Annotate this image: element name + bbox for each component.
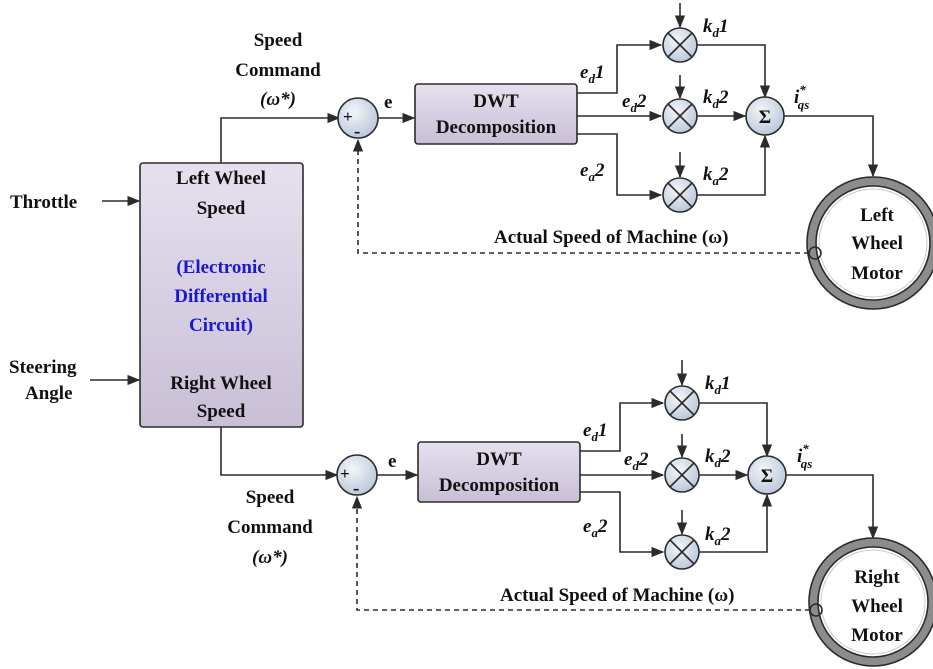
top-feedback-label: Actual Speed of Machine (ω) [494,227,728,248]
top-sum-minus: - [354,121,360,142]
edc-label-line1: (Electronic [176,257,265,278]
top-ed1-wire [577,39,663,94]
steering-label-line2: Angle [25,383,73,404]
top-ed2-label: ed2 [622,91,647,115]
right-motor-label-line3: Motor [851,625,903,646]
top-multiplier-3 [662,152,698,213]
throttle-label: Throttle [10,192,77,213]
bottom-sum-minus: - [353,478,359,499]
left-motor-label-line3: Motor [851,263,903,284]
bottom-speed-command-wire [220,427,339,481]
bottom-kd2-label: kd2 [705,446,731,470]
bottom-multiplier-3 [664,510,700,570]
bottom-dwt-label-line2: Decomposition [439,475,560,496]
top-ea2-label: ea2 [580,160,605,184]
bottom-ea2-wire [580,491,665,558]
bottom-speed-command-line1: Speed [246,487,295,508]
left-wheel-speed-line2: Speed [197,198,246,219]
right-wheel-speed-line1: Right Wheel [170,373,272,394]
edc-label-line3: Circuit) [189,315,253,336]
top-dwt-label-line2: Decomposition [436,117,557,138]
bottom-ea2-label: ea2 [583,516,608,540]
bottom-dwt-block [417,441,581,503]
bottom-multiplier-1 [664,360,700,421]
top-dwt-block [414,83,578,145]
top-multiplier-2 [662,75,698,134]
bottom-multiplier-2 [664,434,700,493]
bottom-dwt-label-line1: DWT [476,449,522,470]
bottom-feedback-label: Actual Speed of Machine (ω) [500,585,734,606]
bottom-ed1-wire [580,397,665,452]
top-speed-command-line2: Command [235,60,321,81]
top-kd1-wire [697,44,771,99]
bottom-error-label: e [388,451,396,472]
top-iqs-label: i*qs [794,82,809,112]
top-sum-plus: + [343,107,353,126]
bottom-iqs-label: i*qs [797,441,812,471]
top-speed-command-line1: Speed [254,30,303,51]
top-ea2-wire [577,133,663,201]
bottom-speed-command-line2: Command [227,517,313,538]
top-multiplier-1 [662,3,698,63]
top-iqs-wire [784,115,879,178]
top-ka2-wire [697,134,771,196]
edc-label-line2: Differential [174,286,268,307]
bottom-feedback-wire [351,495,810,611]
bottom-ka2-label: ka2 [705,524,731,548]
bottom-ed1-label: ed1 [583,420,607,444]
right-motor-label-line1: Right [854,567,900,588]
top-kd2-label: kd2 [703,87,729,111]
top-ed1-label: ed1 [580,62,604,86]
bottom-ed2-label: ed2 [624,449,649,473]
right-motor-label-line2: Wheel [851,596,903,617]
steering-label-line1: Steering [9,357,77,378]
bottom-iqs-wire [786,474,879,540]
right-wheel-speed-line2: Speed [197,401,246,422]
top-ka2-label: ka2 [703,164,729,188]
bottom-sigma-label: Σ [761,466,773,487]
top-control-loop: Speed Command (ω*) + - e DWT Decompositi… [220,3,933,310]
bottom-kd1-label: kd1 [705,373,731,397]
bottom-kd1-wire [699,402,773,458]
bottom-control-loop: Speed Command (ω*) + - e DWT Decompositi… [220,360,933,667]
left-wheel-speed-line1: Left Wheel [176,168,266,189]
top-kd1-label: kd1 [703,16,729,40]
left-wheel-motor: Left Wheel Motor [806,176,933,310]
top-speed-command-wire [220,112,341,163]
bottom-sum-plus: + [340,464,350,483]
top-error-label: e [384,92,392,113]
left-motor-label-line2: Wheel [851,233,903,254]
top-sigma-label: Σ [759,107,771,128]
bottom-speed-command-line3: (ω*) [252,547,288,568]
top-speed-command-line3: (ω*) [260,89,296,110]
bottom-ka2-wire [699,493,773,553]
right-wheel-motor: Right Wheel Motor [808,537,933,667]
top-dwt-label-line1: DWT [473,91,519,112]
left-motor-label-line1: Left [860,205,894,226]
top-feedback-wire [352,138,809,254]
